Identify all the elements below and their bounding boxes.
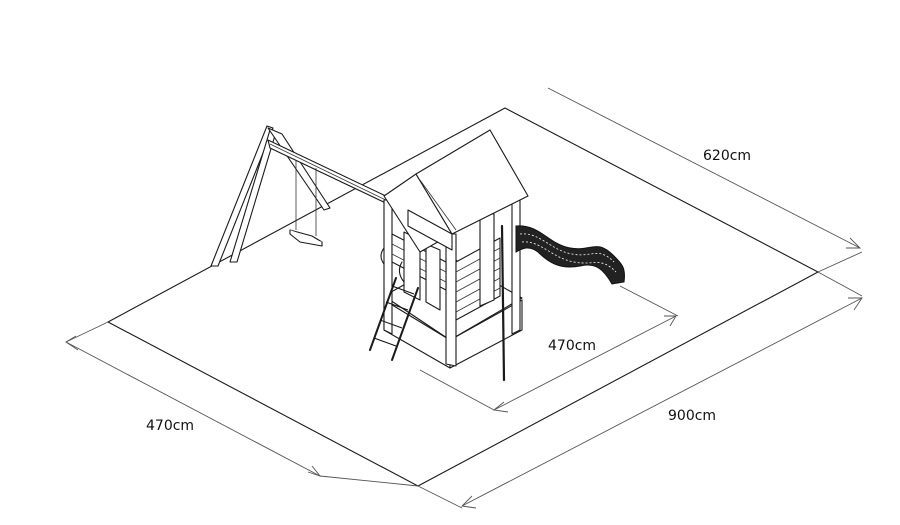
- handle-left: [380, 247, 385, 265]
- wavy-slide: [515, 225, 625, 285]
- label-620cm: 620cm: [703, 148, 751, 164]
- label-900cm: 900cm: [668, 408, 716, 424]
- dimension-line-left-470cm: [65, 321, 419, 487]
- dimension-line-900cm: [417, 271, 863, 509]
- label-left-470cm: 470cm: [146, 418, 194, 434]
- dimension-line-620cm: [547, 87, 863, 273]
- dimension-line-inner-470cm: [419, 285, 679, 413]
- climbing-rope: [500, 224, 506, 382]
- handle-right: [398, 261, 405, 283]
- play-tower: [380, 129, 529, 382]
- swing-set: [210, 125, 393, 267]
- roof-right: [415, 129, 529, 235]
- ladder: [369, 277, 419, 361]
- label-inner-470cm: 470cm: [548, 338, 596, 354]
